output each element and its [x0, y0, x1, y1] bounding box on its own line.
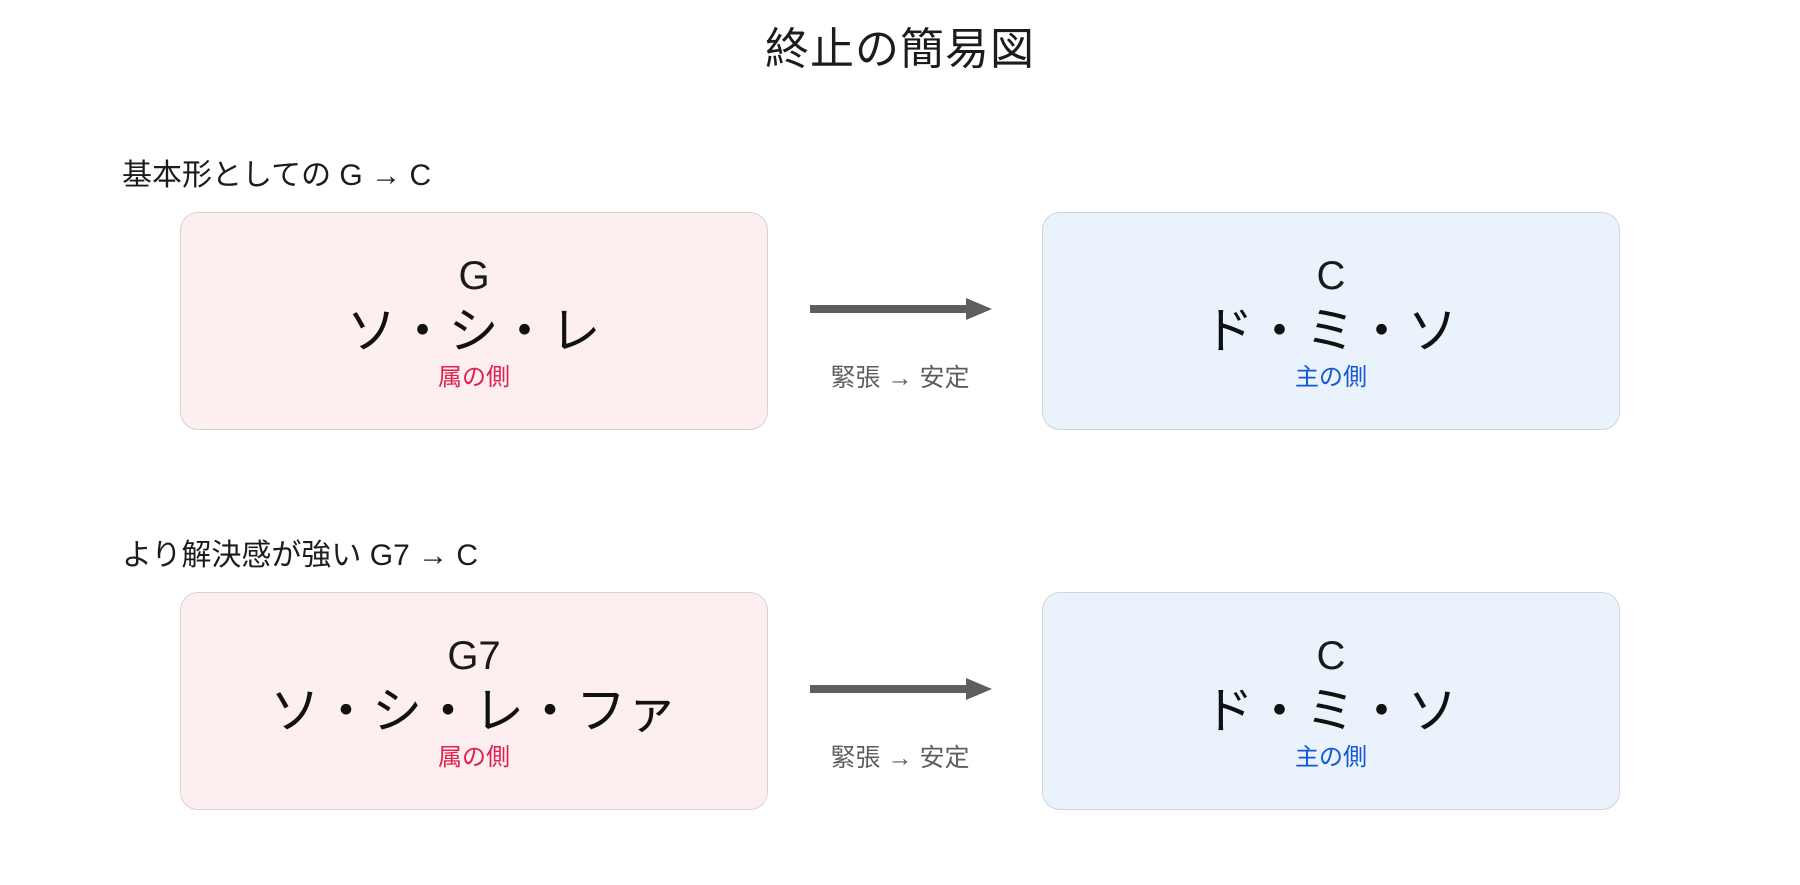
chord-name: C: [1316, 634, 1346, 679]
chord-notes: ソ・シ・レ・ファ: [270, 683, 678, 740]
arrow-label: 緊張 → 安定: [830, 364, 970, 392]
transition-arrow-group: 緊張 → 安定: [800, 592, 1000, 810]
arrow-shaft: [810, 305, 970, 313]
chord-name: G: [458, 254, 490, 299]
page-title: 終止の簡易図: [765, 25, 1035, 74]
chord-notes: ソ・シ・レ: [346, 303, 602, 360]
arrow-label: 緊張 → 安定: [830, 744, 970, 772]
section-label: より解決感が強い G7 → C: [122, 539, 479, 572]
arrow-shaft: [810, 685, 970, 693]
chord-card-dominant: G ソ・シ・レ 属の側: [180, 212, 768, 430]
chord-card-tonic: C ド・ミ・ソ 主の側: [1042, 592, 1620, 810]
cadence-row: G ソ・シ・レ 属の側 緊張 → 安定 C ド・ミ・ソ 主の側: [0, 212, 1800, 432]
chord-card-dominant: G7 ソ・シ・レ・ファ 属の側: [180, 592, 768, 810]
arrow-head: [966, 298, 992, 320]
chord-role-label: 主の側: [1295, 743, 1367, 771]
chord-card-tonic: C ド・ミ・ソ 主の側: [1042, 212, 1620, 430]
arrow-right-icon: [810, 678, 994, 700]
chord-notes: ド・ミ・ソ: [1203, 303, 1459, 360]
section-label: 基本形としての G → C: [122, 159, 432, 192]
chord-name: C: [1316, 254, 1346, 299]
transition-arrow-group: 緊張 → 安定: [800, 212, 1000, 430]
arrow-head: [966, 678, 992, 700]
chord-role-label: 主の側: [1295, 363, 1367, 391]
cadence-row: G7 ソ・シ・レ・ファ 属の側 緊張 → 安定 C ド・ミ・ソ 主の側: [0, 592, 1800, 812]
chord-role-label: 属の側: [438, 363, 510, 391]
chord-notes: ド・ミ・ソ: [1203, 683, 1459, 740]
chord-name: G7: [447, 634, 501, 679]
arrow-right-icon: [810, 298, 994, 320]
chord-role-label: 属の側: [438, 743, 510, 771]
